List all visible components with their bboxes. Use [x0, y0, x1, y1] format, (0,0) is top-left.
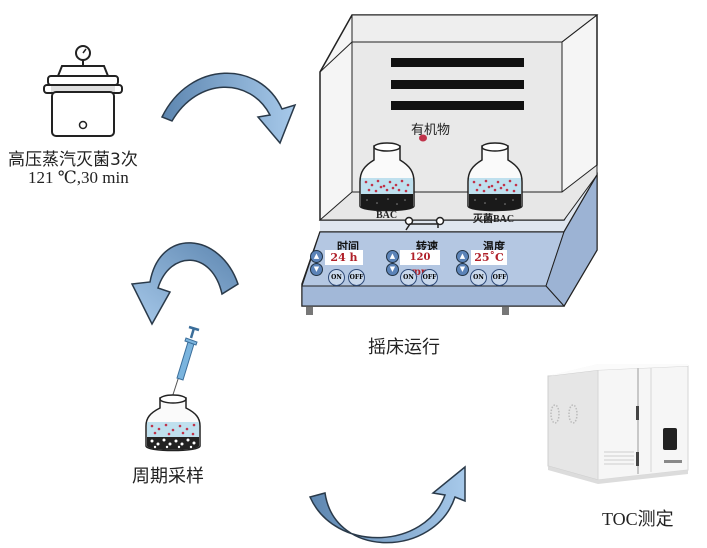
- increase-temperature-button[interactable]: ▲: [456, 250, 469, 263]
- control-temperature-label: 温度: [483, 240, 505, 253]
- toc-caption: TOC测定: [602, 509, 674, 529]
- jar-sterilized-bac: [467, 142, 523, 212]
- curved-arrow-icon: [308, 465, 466, 544]
- control-speed-label: 转速: [416, 240, 438, 253]
- speed-off-button[interactable]: OFF: [421, 269, 438, 286]
- legend-organic-label: 有机物: [411, 123, 451, 138]
- shaker-foot: [502, 307, 509, 315]
- speed-display: 120 rpm: [400, 250, 440, 278]
- vent-slot: [391, 101, 524, 110]
- sterilize-label-line1: 高压蒸汽灭菌3次: [8, 150, 138, 170]
- sample-jar: [145, 394, 201, 452]
- temperature-display: 25˚C: [471, 250, 507, 265]
- analyzer-window: [663, 428, 677, 450]
- shaker-foot: [306, 307, 313, 315]
- vent-slot: [391, 80, 524, 89]
- speed-on-button[interactable]: ON: [400, 269, 417, 286]
- shaker-incubator: [301, 14, 599, 315]
- decrease-speed-button[interactable]: ▼: [386, 263, 399, 276]
- time-off-button[interactable]: OFF: [348, 269, 365, 286]
- increase-speed-button[interactable]: ▲: [386, 250, 399, 263]
- vent-slot: [391, 58, 524, 67]
- autoclave-icon: [43, 45, 123, 137]
- sampling-caption: 周期采样: [132, 466, 204, 487]
- curved-arrow-icon: [160, 72, 297, 145]
- jar-bac-label: BAC: [376, 210, 398, 221]
- decrease-temperature-button[interactable]: ▼: [456, 263, 469, 276]
- jar-sterilized-bac-label: 灭菌BAC: [473, 214, 515, 225]
- control-time-label: 时间: [337, 240, 359, 253]
- increase-time-button[interactable]: ▲: [310, 250, 323, 263]
- temperature-off-button[interactable]: OFF: [491, 269, 508, 286]
- control-group-speed: 转速 ▲ ▼ 120 rpm ON OFF: [386, 238, 466, 290]
- control-group-temperature: 温度 ▲ ▼ 25˚C ON OFF: [456, 238, 536, 290]
- sampling-jar-with-syringe: [145, 325, 201, 452]
- toc-analyzer-image: [547, 364, 689, 484]
- time-display: 24 h: [325, 250, 363, 265]
- organic-particle-icon: [419, 134, 427, 142]
- curved-arrow-icon: [130, 242, 239, 326]
- time-on-button[interactable]: ON: [328, 269, 345, 286]
- control-group-time: 时间 ▲ ▼ 24 h ON OFF: [310, 238, 380, 290]
- decrease-time-button[interactable]: ▼: [310, 263, 323, 276]
- sterilize-label-line2: 121 ℃,30 min: [28, 168, 129, 187]
- syringe-icon: [167, 325, 200, 411]
- shaker-caption: 摇床运行: [368, 337, 440, 358]
- temperature-on-button[interactable]: ON: [470, 269, 487, 286]
- jar-bac: [359, 142, 415, 212]
